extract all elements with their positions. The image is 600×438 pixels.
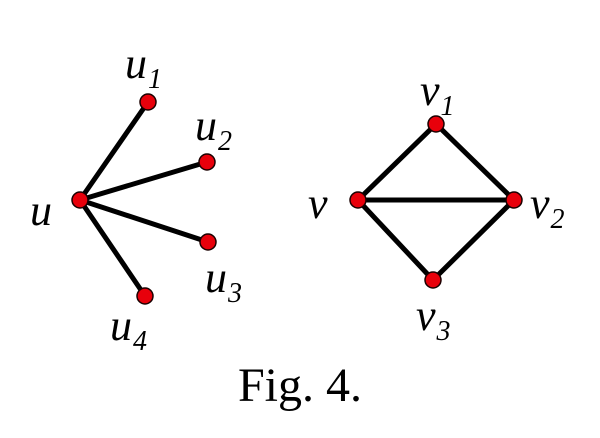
edge-u-u3 (77, 197, 211, 245)
vertex-subscript-v1: 1 (441, 91, 455, 122)
vertex-subscript-v2: 2 (551, 204, 565, 235)
vertex-subscript-u1: 1 (148, 64, 162, 95)
vertex-v3 (424, 271, 442, 289)
nodes-layer (71, 93, 523, 305)
vertex-label-v: v (308, 179, 328, 228)
vertex-subscript-u3: 3 (227, 278, 242, 309)
vertex-label-v2: v2 (530, 179, 565, 235)
vertex-label-u2: u2 (195, 101, 232, 157)
edge-u-u4 (77, 197, 148, 299)
vertex-u1 (139, 93, 157, 111)
vertex-u (71, 191, 89, 209)
vertex-u2 (198, 153, 216, 171)
vertex-label-v3: v3 (416, 291, 451, 347)
vertex-u4 (136, 287, 154, 305)
vertex-subscript-u4: 4 (133, 326, 147, 357)
vertex-subscript-u2: 2 (218, 126, 232, 157)
vertex-label-u1: u1 (125, 39, 162, 95)
vertex-label-v1: v1 (420, 66, 455, 122)
edges-layer (77, 99, 517, 299)
vertex-label-u: u (30, 186, 52, 235)
vertex-label-u4: u4 (110, 301, 147, 357)
vertex-v2 (505, 191, 523, 209)
figure-caption: Fig. 4. (237, 359, 363, 412)
edge-v-v3 (355, 197, 436, 283)
vertex-u3 (199, 233, 217, 251)
edge-u-u2 (77, 159, 210, 203)
vertex-subscript-v3: 3 (436, 316, 451, 347)
vertex-v1 (427, 115, 445, 133)
edge-u-u1 (77, 99, 151, 203)
edge-v1-v2 (433, 121, 517, 203)
vertex-label-u3: u3 (205, 253, 242, 309)
edge-v-v1 (355, 121, 439, 203)
edge-v3-v2 (430, 197, 517, 283)
vertex-v (349, 191, 367, 209)
